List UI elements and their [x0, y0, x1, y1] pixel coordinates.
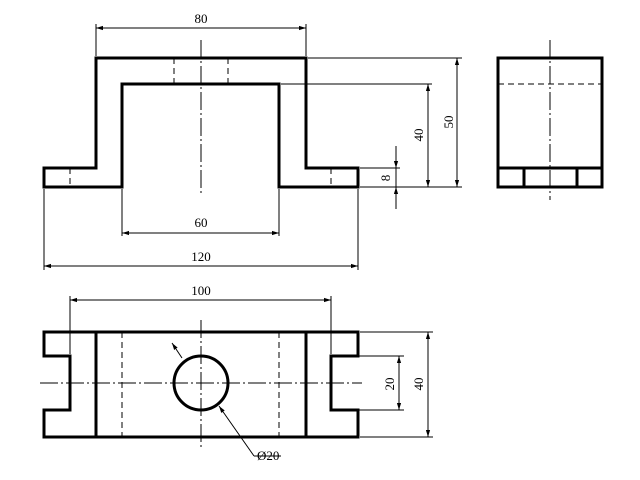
dim-label-8: 8	[378, 175, 393, 182]
diameter-leader-upper	[171, 342, 183, 359]
dim-label-40-top: 40	[411, 378, 426, 391]
dim-label-50: 50	[441, 116, 456, 129]
side-view	[496, 40, 604, 200]
dim-label-diameter: Ø20	[257, 448, 279, 463]
dim-label-100: 100	[191, 283, 211, 298]
diameter-leader-lower	[218, 405, 255, 457]
dim-label-120: 120	[191, 249, 211, 264]
top-dimensions: 100 20 40 Ø20	[69, 283, 433, 463]
front-dimensions: 80 60 120 50 40 8	[43, 11, 462, 270]
dim-label-40-front: 40	[411, 129, 426, 142]
front-view-outline	[42, 56, 360, 189]
front-view	[42, 40, 360, 196]
dim-label-60: 60	[195, 215, 208, 230]
dim-label-80: 80	[195, 11, 208, 26]
top-view	[40, 320, 362, 448]
dim-label-20: 20	[382, 378, 397, 391]
